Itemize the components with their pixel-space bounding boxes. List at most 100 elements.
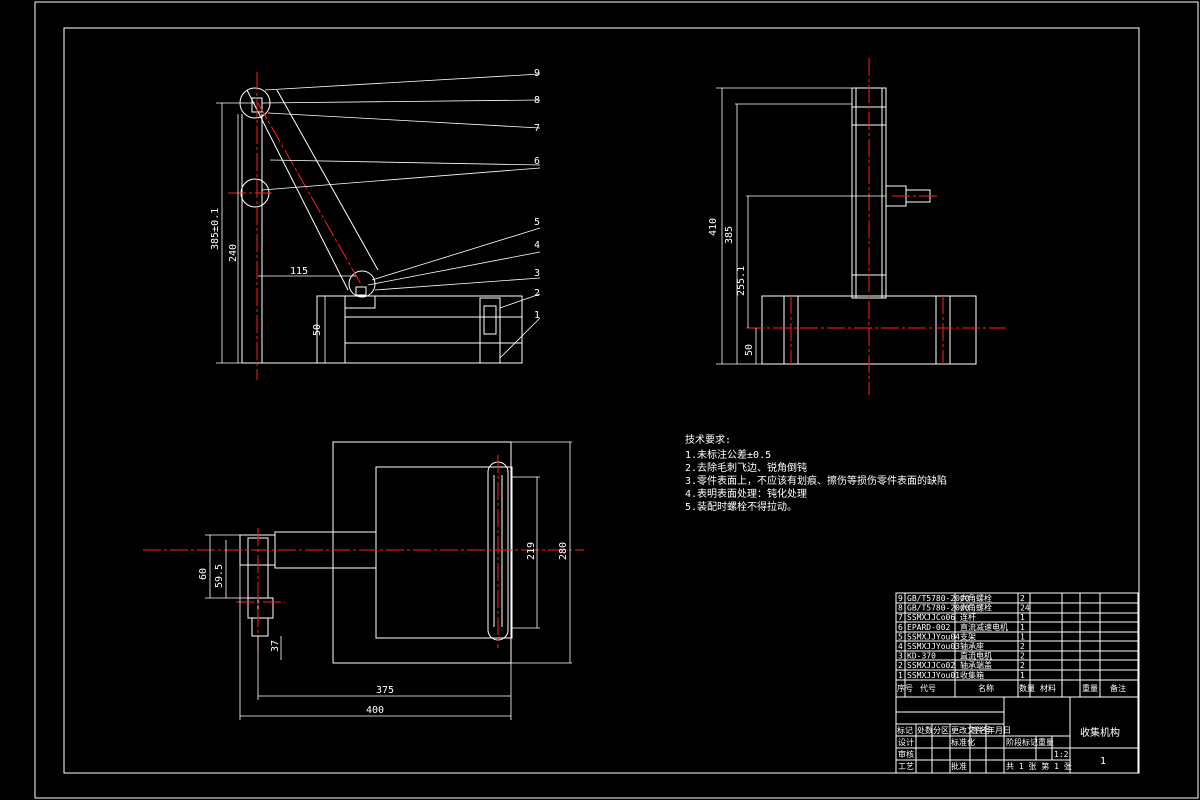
- bom-row-name: 直流减速电机: [960, 622, 1008, 632]
- dim-50-side: 50: [744, 344, 755, 356]
- bom-row-qty: 2: [1020, 594, 1025, 603]
- bom-header: 数量: [1019, 683, 1035, 693]
- process-label: 工艺: [898, 762, 914, 771]
- top-view: 60 59.5 37 219 280 375 400: [143, 441, 584, 720]
- bom-row-no: 2: [898, 661, 903, 670]
- balloon-7: 7: [534, 123, 540, 134]
- bom-row-name: 轴承端盖: [960, 660, 992, 670]
- side-view: 410 385 255.1 50: [708, 58, 1006, 395]
- bom-row-name: 六角螺栓: [960, 603, 992, 613]
- dim-280: 280: [558, 542, 569, 560]
- bom-row-name: 收集箱: [960, 670, 984, 680]
- balloon-1: 1: [534, 310, 540, 321]
- bom-header: 名称: [978, 683, 994, 693]
- sign-label: 分区: [933, 726, 949, 735]
- dim-385: 385: [724, 226, 735, 244]
- balloon-2: 2: [534, 288, 540, 299]
- drawing-scale: 1: [1100, 756, 1106, 767]
- tech-notes: 技术要求: 1.未标注公差±0.5 2.去除毛刺飞边、锐角倒钝 3.零件表面上，…: [685, 433, 947, 513]
- sheet-info: 共 1 张 第 1 张: [1006, 761, 1072, 771]
- bom-row-code: SSMXJJCo06: [907, 613, 955, 622]
- bom-header: 材料: [1040, 683, 1056, 693]
- bom-row-no: 4: [898, 642, 903, 651]
- tech-note-line: 4.表明表面处理：钝化处理: [685, 487, 807, 500]
- bom-row-code: SSMXJJYou01: [907, 671, 960, 680]
- bom-row-name: 轴承座: [960, 641, 984, 651]
- bom-header: 代号: [920, 683, 936, 693]
- sign-label: 年月日: [987, 725, 1011, 735]
- bom-row-code: SSMXJJYou03: [907, 642, 960, 651]
- bom-row-qty: 1: [1020, 623, 1025, 632]
- stage-label: 阶段标记: [1006, 737, 1038, 747]
- outer-frame: [34, 1, 1199, 799]
- tech-note-line: 3.零件表面上，不应该有划痕、擦伤等损伤零件表面的缺陷: [685, 474, 947, 487]
- bom-header: 序号: [897, 683, 913, 693]
- sign-label: 处数: [917, 725, 933, 735]
- bom-row-qty: 2: [1020, 642, 1025, 651]
- bom-row-no: 5: [898, 632, 903, 641]
- drawing-title: 收集机构: [1080, 726, 1120, 739]
- balloon-3: 3: [534, 268, 540, 279]
- dim-37: 37: [270, 640, 281, 652]
- dim-385-tol: 385±0.1: [210, 208, 221, 250]
- bom-row-name: 连杆: [960, 612, 976, 622]
- balloon-9: 9: [534, 68, 540, 79]
- ratio-value: 1:2: [1054, 750, 1069, 759]
- bom-row-code: SSMXJJYou04: [907, 632, 960, 641]
- bom-row-qty: 2: [1020, 652, 1025, 661]
- reviewer-label: 审核: [898, 749, 914, 759]
- dim-50: 50: [312, 324, 323, 336]
- bom-row-code: GB/T5780-2000: [907, 594, 970, 603]
- bom-row-code: GB/T5780-2000: [907, 604, 970, 613]
- std-label: 标准化: [951, 737, 975, 747]
- bom-row-qty: 1: [1020, 632, 1025, 641]
- tech-note-line: 5.装配时螺栓不得拉动。: [685, 500, 797, 513]
- dim-115: 115: [290, 266, 308, 277]
- balloon-5: 5: [534, 217, 540, 228]
- sign-label: 签名: [971, 725, 987, 735]
- dim-375: 375: [376, 685, 394, 696]
- bom-row-no: 8: [898, 604, 903, 613]
- bom-header: 备注: [1110, 683, 1126, 693]
- bom-header: 重量: [1082, 683, 1098, 693]
- tech-note-line: 1.未标注公差±0.5: [685, 448, 771, 461]
- dim-410: 410: [708, 218, 719, 236]
- designer-label: 设计: [898, 737, 914, 747]
- front-view: 9 8 7 6 5 4 3 2 1 385±0.1 240 115 50: [210, 68, 541, 380]
- bom-row-qty: 1: [1020, 671, 1025, 680]
- inner-frame: [63, 27, 1140, 774]
- bom-row-no: 9: [898, 594, 903, 603]
- dim-60: 60: [198, 568, 209, 580]
- balloon-6: 6: [534, 156, 540, 167]
- dim-59-5: 59.5: [214, 564, 225, 588]
- bom-row-qty: 1: [1020, 613, 1025, 622]
- bom-row-no: 7: [898, 613, 903, 622]
- dim-255-1: 255.1: [736, 266, 747, 296]
- title-block: 标记 处数 分区 更改文件号 签名 年月日 设计 审核 工艺 标准化 批准 阶段…: [895, 696, 1139, 774]
- bom-row-code: SSMXJJCo02: [907, 661, 955, 670]
- dim-400: 400: [366, 705, 384, 716]
- tech-notes-title: 技术要求:: [685, 433, 731, 446]
- dim-240: 240: [228, 244, 239, 262]
- bom-row-code: KD-370: [907, 652, 936, 661]
- dim-219: 219: [526, 542, 537, 560]
- weight-label: 重量: [1038, 737, 1054, 747]
- sign-label: 标记: [897, 725, 913, 735]
- sign-label: 更改文件号: [951, 725, 991, 735]
- balloon-4: 4: [534, 240, 540, 251]
- bom-row-name: 支架: [960, 631, 976, 641]
- bom-row-name: 直流电机: [960, 651, 992, 661]
- bom-row-no: 6: [898, 623, 903, 632]
- balloon-8: 8: [534, 95, 540, 106]
- bom-row-qty: 2: [1020, 661, 1025, 670]
- bom-row-name: 六角螺栓: [960, 593, 992, 603]
- tech-note-line: 2.去除毛刺飞边、锐角倒钝: [685, 461, 807, 474]
- bom-row-no: 3: [898, 652, 903, 661]
- approve-label: 批准: [951, 761, 967, 771]
- bom-row-code: EPARD-002: [907, 623, 951, 632]
- bom-row-qty: 24: [1020, 604, 1030, 613]
- bom-row-no: 1: [898, 671, 903, 680]
